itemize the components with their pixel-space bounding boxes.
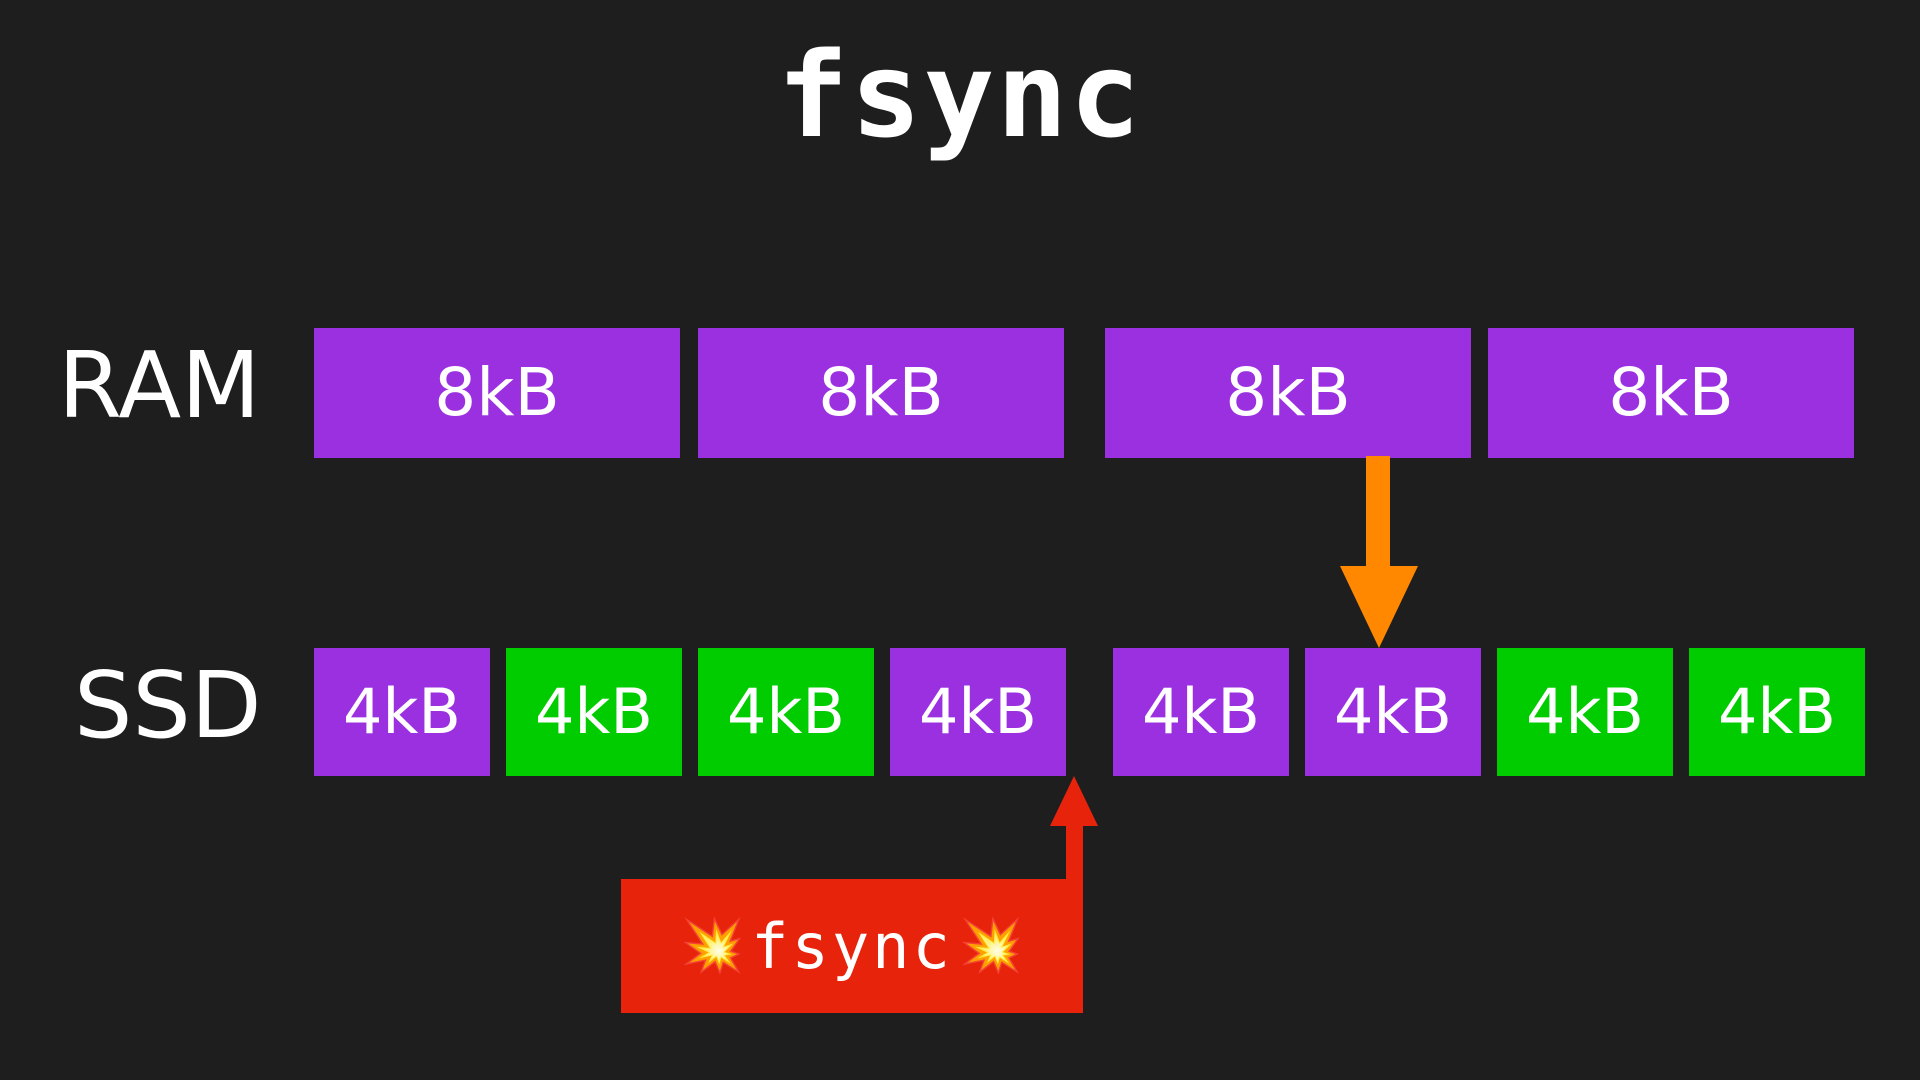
page-title: fsync — [777, 26, 1143, 164]
ssd-block: 4kB — [314, 648, 490, 776]
ssd-block: 4kB — [1113, 648, 1289, 776]
explosion-icon-left: 💥 — [680, 916, 746, 976]
row-label-ram: RAM — [58, 332, 261, 439]
ram-block: 8kB — [1488, 328, 1854, 458]
ram-block: 8kB — [1105, 328, 1471, 458]
ssd-block: 4kB — [1305, 648, 1481, 776]
ssd-block: 4kB — [890, 648, 1066, 776]
ssd-block: 4kB — [698, 648, 874, 776]
fsync-callout-label: fsync — [751, 909, 953, 983]
arrow-shaft — [1066, 822, 1083, 886]
ram-block: 8kB — [314, 328, 680, 458]
ssd-block: 4kB — [506, 648, 682, 776]
arrow-head — [1050, 776, 1098, 826]
flush-down-arrow-icon — [1340, 456, 1420, 648]
row-label-ssd: SSD — [74, 652, 262, 759]
ram-block: 8kB — [698, 328, 1064, 458]
explosion-icon-right: 💥 — [958, 916, 1024, 976]
ssd-block: 4kB — [1689, 648, 1865, 776]
fsync-up-arrow-icon — [1050, 776, 1104, 886]
arrow-head — [1340, 566, 1418, 648]
ssd-block: 4kB — [1497, 648, 1673, 776]
fsync-callout-banner: 💥 fsync 💥 — [621, 879, 1083, 1013]
arrow-shaft — [1366, 456, 1390, 568]
